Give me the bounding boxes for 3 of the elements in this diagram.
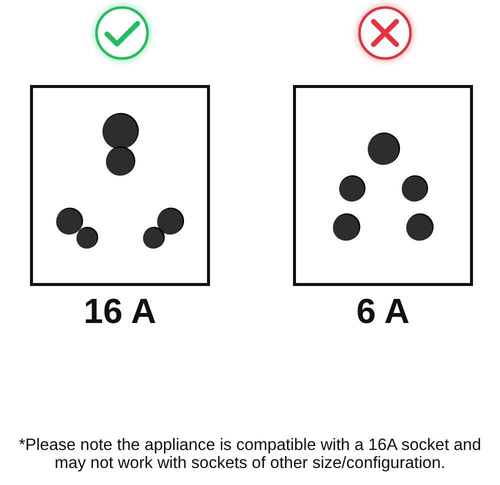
footnote: *Please note the appliance is compatible with a 16A socket and may not work with sockets of other size/configuration. <box>18 436 482 472</box>
current-rating-label: 6 A <box>356 294 410 330</box>
current-rating-label: 16 A <box>84 294 156 330</box>
